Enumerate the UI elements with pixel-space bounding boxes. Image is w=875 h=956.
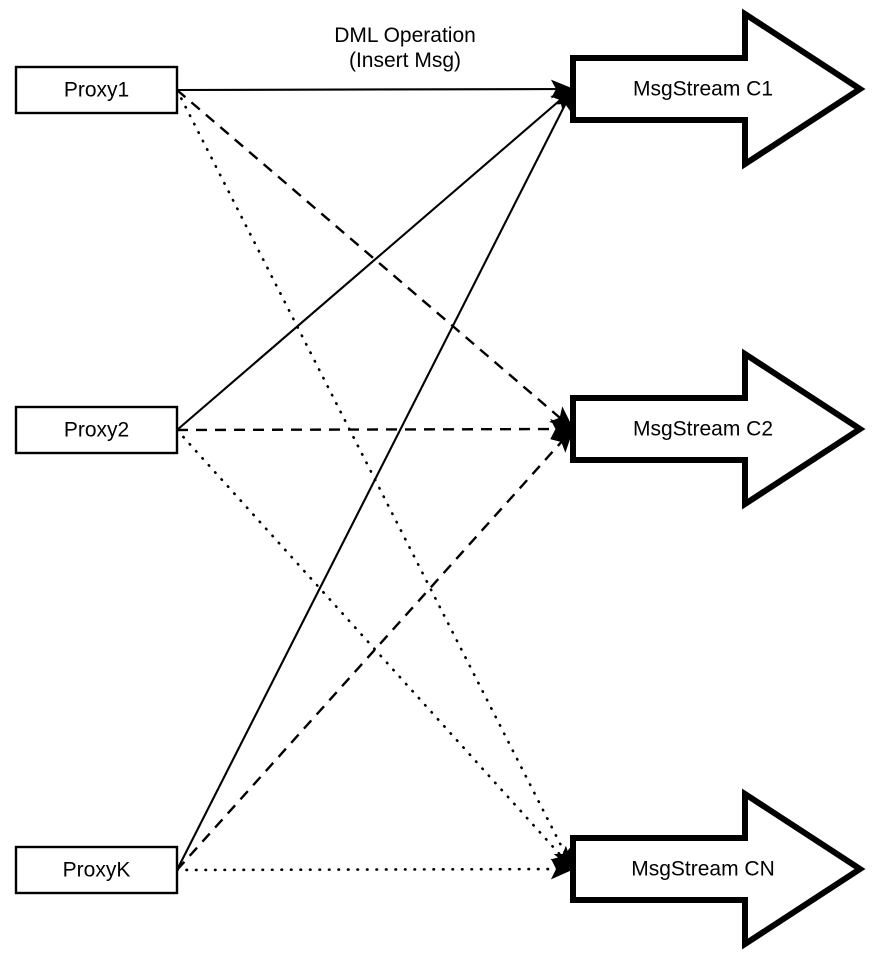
dml-operation-label-line1: DML Operation <box>334 24 476 47</box>
streams-layer: MsgStream C1 MsgStream C2 MsgStream CN <box>570 8 866 950</box>
proxy-box-rect-proxyk <box>14 845 179 895</box>
proxy-node-proxy1[interactable]: Proxy1 <box>14 65 179 115</box>
proxy-node-proxy2[interactable]: Proxy2 <box>14 405 179 455</box>
connection-p2-cn <box>175 428 575 871</box>
msgstream-arrow-shape-stream_cn <box>570 788 866 950</box>
proxy-label-proxy1: Proxy1 <box>64 79 129 102</box>
connections-layer <box>175 79 575 880</box>
connection-p1-c2 <box>176 89 574 430</box>
proxy-box-rect-proxy2 <box>14 405 179 455</box>
proxy-node-proxyk[interactable]: ProxyK <box>14 845 179 895</box>
msgstream-label-stream_c2: MsgStream C2 <box>633 418 773 441</box>
connection-p2-c2 <box>176 418 575 440</box>
msgstream-label-stream_c1: MsgStream C1 <box>633 78 773 101</box>
msgstream-arrow-shape-stream_c1 <box>570 8 866 170</box>
connection-pk-c2 <box>176 428 574 871</box>
connection-pk-cn <box>175 858 575 880</box>
msgstream-node-stream_cn[interactable]: MsgStream CN <box>570 788 866 950</box>
connection-p2-c1 <box>176 88 574 431</box>
connection-p1-c1 <box>176 79 575 99</box>
edge-label-group: DML Operation (Insert Msg) <box>334 24 476 72</box>
msgstream-arrow-shape-stream_c2 <box>570 348 866 510</box>
proxy-box-rect-proxy1 <box>14 65 179 115</box>
proxy-label-proxyk: ProxyK <box>63 859 131 882</box>
connection-pk-c1 <box>176 88 574 871</box>
proxy-label-proxy2: Proxy2 <box>64 419 129 442</box>
msgstream-node-stream_c2[interactable]: MsgStream C2 <box>570 348 866 510</box>
msgstream-label-stream_cn: MsgStream CN <box>631 858 775 881</box>
dml-operation-label-line2: (Insert Msg) <box>349 49 461 72</box>
msgstream-node-stream_c1[interactable]: MsgStream C1 <box>570 8 866 170</box>
